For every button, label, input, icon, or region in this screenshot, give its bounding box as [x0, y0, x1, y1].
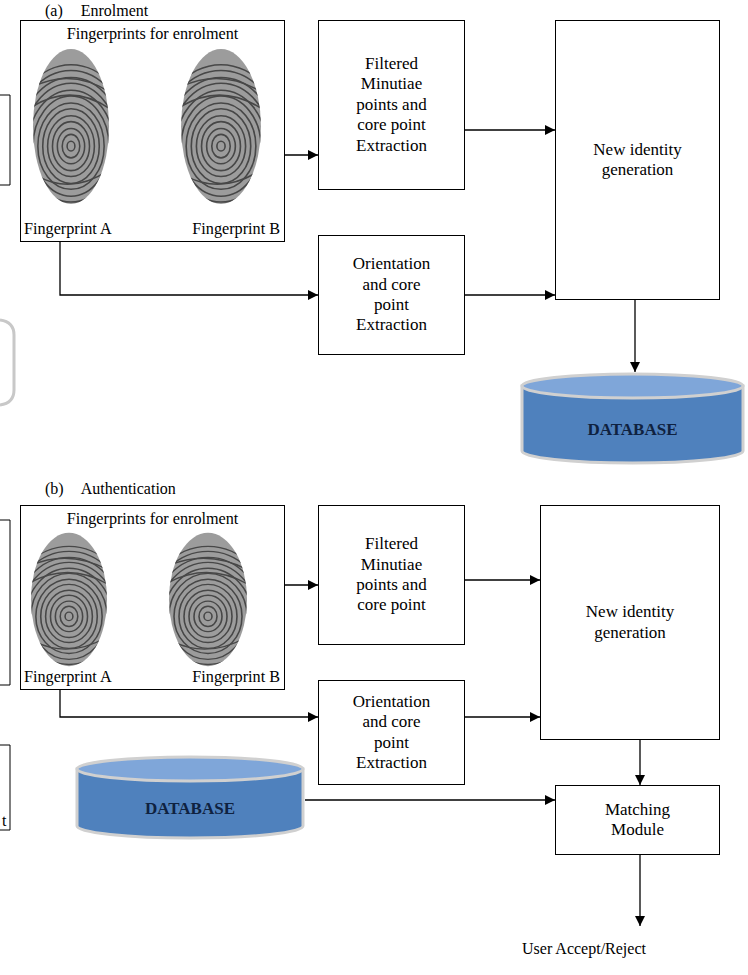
cropped-box [0, 95, 10, 185]
process-box: Matching Module [555, 785, 720, 855]
panel-label: (b) Authentication [45, 480, 176, 498]
process-box: Orientation and core point Extraction [318, 680, 465, 785]
node-text: Orientation and core point Extraction [348, 254, 436, 336]
fingerprint-image [144, 533, 272, 687]
cylinder-outline [75, 755, 305, 840]
image-caption: Fingerprint A [24, 220, 112, 239]
arrow-connector [465, 716, 540, 717]
node-text: DATABASE [145, 799, 235, 819]
cylinder-outline [520, 372, 745, 465]
box-heading: Fingerprints for enrolment [21, 25, 284, 44]
arrow-connector [60, 690, 318, 717]
node-text: Orientation and core point Extraction [348, 692, 436, 774]
box-heading: Fingerprints for enrolment [21, 510, 284, 529]
process-box: Orientation and core point Extraction [318, 235, 465, 355]
arrow-connector [465, 129, 555, 130]
arrow-connector [465, 579, 540, 580]
arrow-connector [639, 740, 640, 785]
fingerprint-image [7, 533, 132, 687]
cropped-box [0, 745, 10, 830]
arrow-connector [60, 242, 318, 295]
node-text: New identity generation [585, 602, 675, 643]
cropped-box [0, 520, 10, 685]
image-caption: Fingerprint B [192, 668, 280, 687]
arrow-connector [465, 294, 555, 295]
output-arrow [639, 855, 640, 926]
arrow-connector [285, 584, 318, 585]
arrow-connector [285, 154, 318, 155]
cropped-outlines [0, 95, 10, 830]
panel-label: (a) Enrolment [45, 2, 148, 20]
fingerprint-input-box: Fingerprints for enrolmentFingerprint A F… [20, 505, 285, 690]
image-caption: Fingerprint A [24, 668, 112, 687]
process-box: Filtered Minutiae points and core point [318, 505, 465, 645]
fingerprint-input-box: Fingerprints for enrolmentFingerprint A F… [20, 20, 285, 242]
cropped-cylinder [0, 320, 14, 405]
node-text: New identity generation [593, 140, 683, 181]
database-cylinder: DATABASE [520, 372, 745, 465]
node-text: Filtered Minutiae points and core point … [347, 54, 437, 156]
arrow-connector [634, 300, 635, 372]
node-text: Filtered Minutiae points and core point [347, 534, 437, 616]
process-box: Filtered Minutiae points and core point … [318, 20, 465, 190]
fingerprint-image [9, 49, 134, 228]
image-caption: Fingerprint B [192, 220, 280, 239]
node-text: DATABASE [587, 420, 677, 440]
arrow-connector [305, 799, 555, 800]
plain-label: User Accept/Reject [522, 940, 646, 958]
fingerprint-image [155, 49, 286, 228]
node-text: Matching Module [593, 800, 683, 841]
process-box: New identity generation [540, 505, 720, 740]
cylinder-top [522, 374, 743, 398]
cylinder-top [77, 757, 303, 781]
plain-label: t [2, 812, 6, 830]
process-box: New identity generation [555, 20, 720, 300]
database-cylinder: DATABASE [75, 755, 305, 840]
